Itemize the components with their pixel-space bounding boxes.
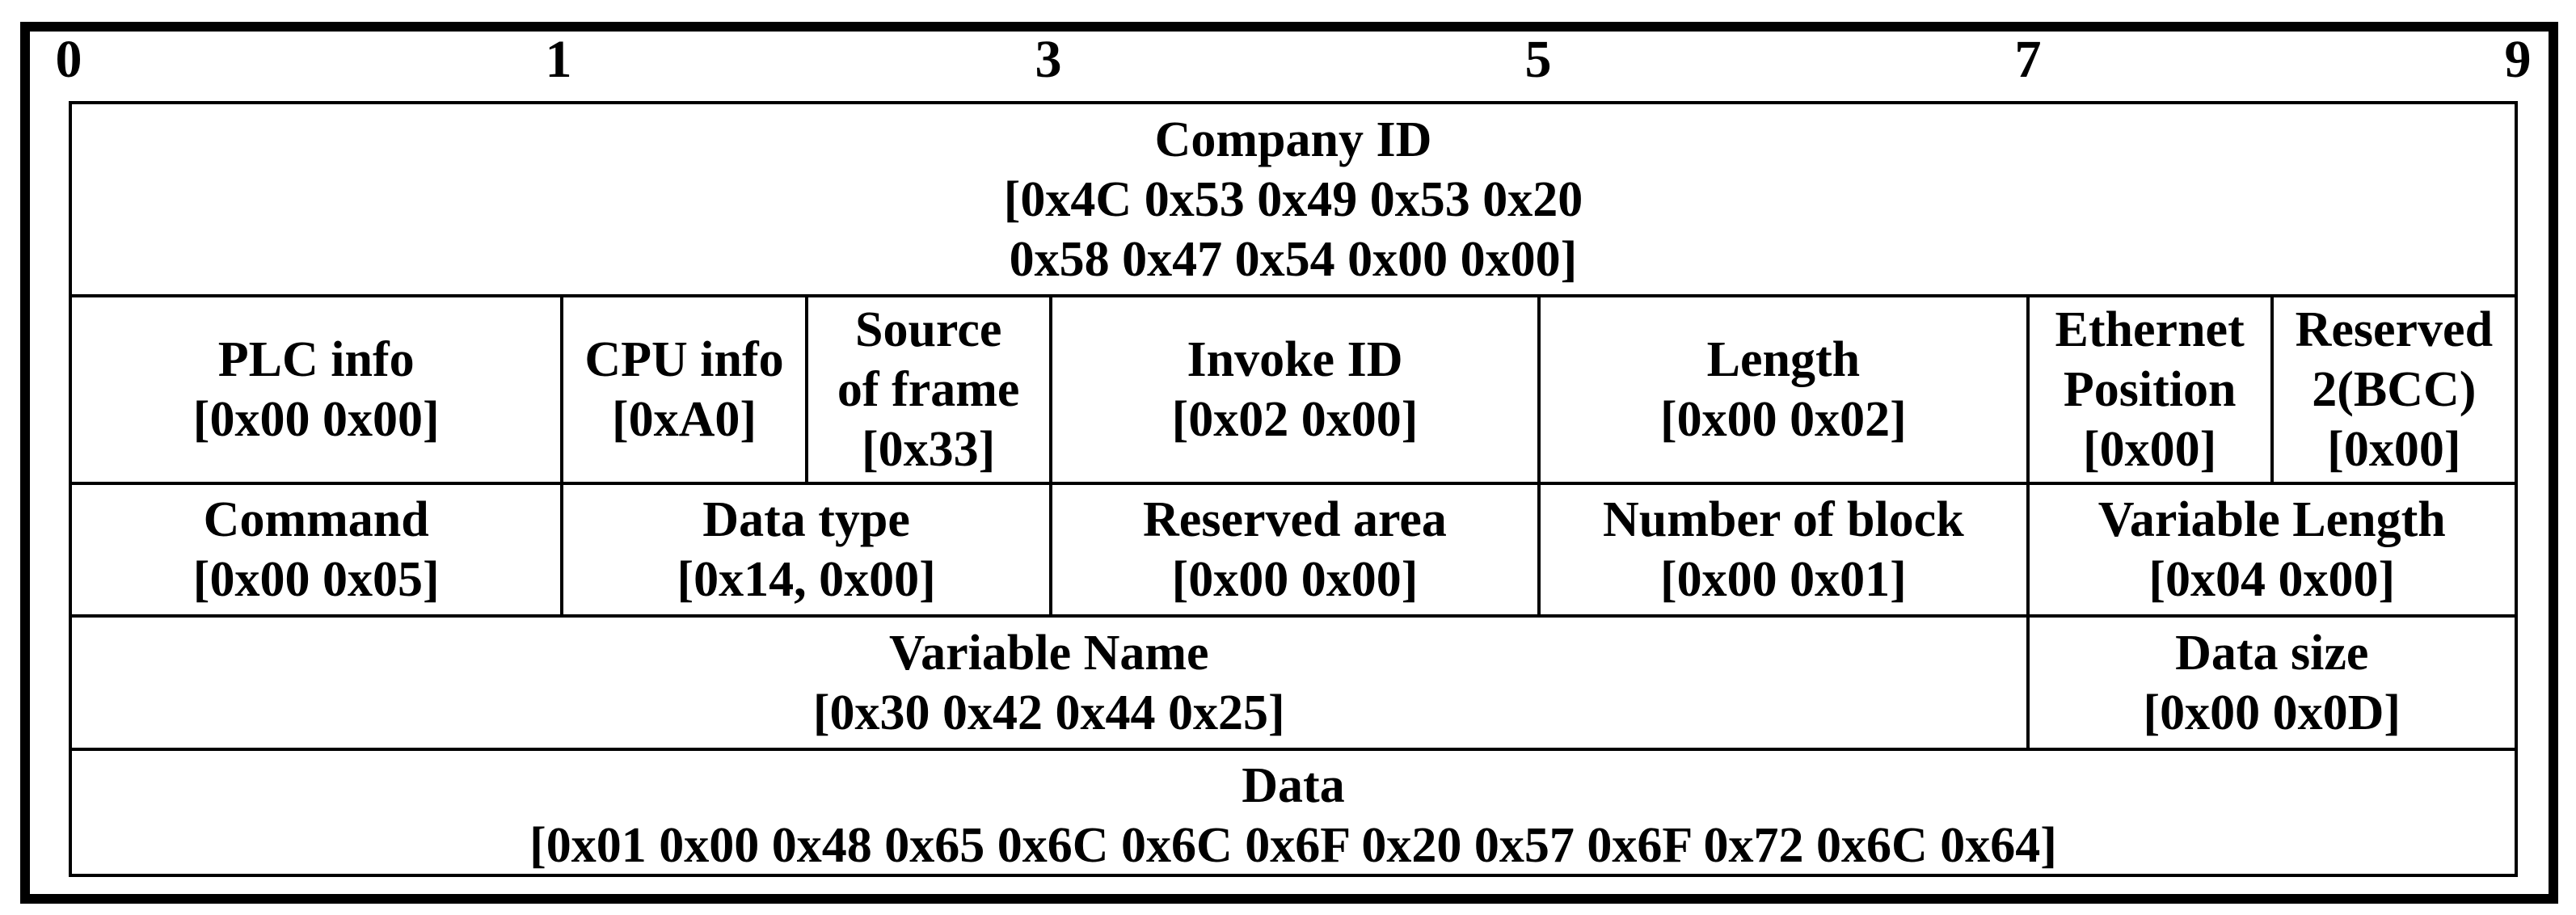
field-variable-name: Variable Name [0x30 0x42 0x44 0x25] [72,618,2026,748]
field-command: Command [0x00 0x05] [72,485,560,614]
field-bytes-line: [0x33] [862,422,996,477]
field-bytes-line: [0x14, 0x00] [677,552,936,607]
frame-structure-table: Company ID [0x4C 0x53 0x49 0x53 0x20 0x5… [69,101,2518,877]
field-label: Data type [702,492,910,547]
ruler-tick-label: 0 [55,30,82,89]
field-source-of-frame: Source of frame [0x33] [804,297,1049,482]
field-data-size: Data size [0x00 0x0D] [2026,618,2515,748]
field-reserved-2-bcc: Reserved 2(BCC) [0x00] [2270,297,2515,482]
field-plc-info: PLC info [0x00 0x00] [72,297,560,482]
field-label: Position [2063,362,2237,417]
field-bytes-line: [0x00] [2327,422,2461,477]
field-bytes-line: [0x00 0x0D] [2143,685,2401,740]
table-row-plc-info: PLC info [0x00 0x00] CPU info [0xA0] Sou… [72,294,2515,482]
ruler-tick-label: 7 [2014,30,2042,89]
field-label: Number of block [1603,492,1964,547]
byte-position-ruler: 0 1 3 5 7 9 [56,27,2532,100]
field-label: Source [854,302,1002,357]
ruler-tick-label: 1 [545,30,572,89]
field-variable-length: Variable Length [0x04 0x00] [2026,485,2515,614]
field-invoke-id: Invoke ID [0x02 0x00] [1048,297,1537,482]
field-label: Command [203,492,429,547]
field-label: Data size [2175,625,2369,681]
field-bytes-line: [0xA0] [611,392,757,447]
field-bytes-line: [0x00] [2082,422,2217,477]
ruler-tick-label: 5 [1524,30,1552,89]
field-length: Length [0x00 0x02] [1537,297,2026,482]
table-row-header: Company ID [0x4C 0x53 0x49 0x53 0x20 0x5… [72,104,2515,294]
field-bytes-line: 0x58 0x47 0x54 0x00 0x00] [1009,231,1578,287]
table-row-variable-name: Variable Name [0x30 0x42 0x44 0x25] Data… [72,614,2515,748]
field-ethernet-position: Ethernet Position [0x00] [2026,297,2270,482]
field-label: PLC info [217,332,415,387]
table-row-command: Command [0x00 0x05] Data type [0x14, 0x0… [72,482,2515,614]
field-bytes-line: [0x00 0x02] [1659,392,1907,447]
field-bytes-line: [0x00 0x00] [192,392,440,447]
field-label: Company ID [1154,112,1432,167]
field-bytes-line: [0x02 0x00] [1171,392,1419,447]
field-bytes-line: [0x00 0x01] [1659,552,1907,607]
field-cpu-info: CPU info [0xA0] [560,297,804,482]
field-reserved-area: Reserved area [0x00 0x00] [1048,485,1537,614]
field-label: Reserved [2295,302,2494,357]
field-label: Ethernet [2055,302,2245,357]
table-row-data: Data [0x01 0x00 0x48 0x65 0x6C 0x6C 0x6F… [72,748,2515,880]
field-label: Reserved area [1143,492,1447,547]
field-bytes-line: [0x30 0x42 0x44 0x25] [812,685,1285,740]
field-number-of-block: Number of block [0x00 0x01] [1537,485,2026,614]
ruler-tick-label: 9 [2504,30,2532,89]
field-label: of frame [837,362,1020,417]
field-bytes-line: [0x00 0x05] [192,552,440,607]
field-label: Data [1242,758,1345,813]
field-label: Length [1706,332,1861,387]
field-bytes-line: [0x01 0x00 0x48 0x65 0x6C 0x6C 0x6F 0x20… [529,818,2057,873]
field-label: CPU info [584,332,784,387]
field-company-id: Company ID [0x4C 0x53 0x49 0x53 0x20 0x5… [72,104,2515,294]
field-bytes-line: [0x00 0x00] [1171,552,1419,607]
field-label: Invoke ID [1187,332,1403,387]
field-data-type: Data type [0x14, 0x00] [560,485,1048,614]
ruler-tick-label: 3 [1035,30,1062,89]
field-label: Variable Name [889,625,1209,681]
field-label: 2(BCC) [2312,362,2477,417]
field-label: Variable Length [2097,492,2446,547]
field-bytes-line: [0x4C 0x53 0x49 0x53 0x20 [1003,171,1583,227]
field-data: Data [0x01 0x00 0x48 0x65 0x6C 0x6C 0x6F… [72,751,2515,880]
field-bytes-line: [0x04 0x00] [2148,552,2396,607]
